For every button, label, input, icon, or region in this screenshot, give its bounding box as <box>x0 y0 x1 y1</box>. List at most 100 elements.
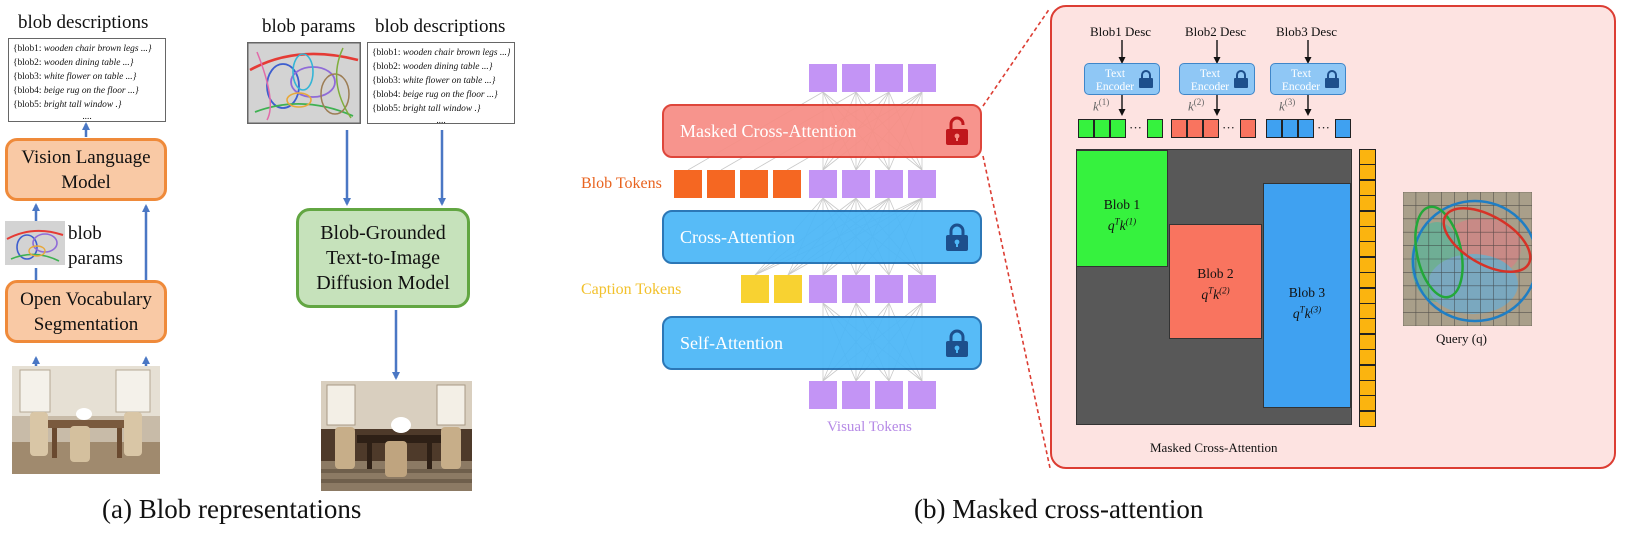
visual-tokens-label: Visual Tokens <box>827 419 912 435</box>
blob-token <box>707 170 735 198</box>
text-encoder-line2: Encoder <box>1095 81 1135 93</box>
text-encoder-line2: Encoder <box>1281 81 1321 93</box>
blob-grounded-diffusion-box: Blob-Grounded Text-to-Image Diffusion Mo… <box>296 208 470 308</box>
blob-params-icon <box>5 221 65 265</box>
zoom-bottom-label: Masked Cross-Attention <box>1150 440 1278 455</box>
query-cell <box>1359 287 1376 304</box>
blob1-desc-label: Blob1 Desc <box>1090 24 1152 39</box>
query-cell <box>1359 179 1376 196</box>
caption-tokens-label: Caption Tokens <box>581 281 682 298</box>
blob-params-label: blob params <box>68 221 123 271</box>
query-cell <box>1359 318 1376 335</box>
desc-line: {blob2: wooden dining table ...} <box>13 58 134 68</box>
vlm-line1: Vision Language <box>21 146 151 168</box>
blob2-name: Blob 2 <box>1197 266 1234 281</box>
blob1-name: Blob 1 <box>1103 197 1141 212</box>
title-blob-params: blob params <box>262 16 356 37</box>
key-token <box>1240 119 1256 138</box>
cross-attention-layer: Cross-Attention <box>662 210 982 264</box>
photo-icon <box>12 366 160 474</box>
seg-line2: Segmentation <box>33 313 139 335</box>
visual-token <box>875 64 903 92</box>
query-cell <box>1359 149 1376 165</box>
desc-line: {blob5: bright tall window .} <box>13 100 122 110</box>
key-token <box>1110 119 1126 138</box>
visual-token <box>908 170 936 198</box>
caption-token <box>774 275 802 303</box>
query-cell <box>1359 410 1376 427</box>
query-label: Query (q) <box>1436 331 1487 346</box>
desc-line: {blob2: wooden dining table ...} <box>372 62 493 72</box>
diff-line3: Diffusion Model <box>316 271 450 294</box>
desc-line: {blob4: beige rug on the floor ...} <box>13 86 139 96</box>
query-cell <box>1359 303 1376 319</box>
visual-token <box>875 170 903 198</box>
blob-params-line2: params <box>68 248 123 269</box>
k3-label: k(3) <box>1279 97 1296 114</box>
diff-line1: Blob-Grounded <box>320 221 446 244</box>
desc-line: {blob1: wooden chair brown legs ...} <box>372 48 510 58</box>
visual-token <box>842 275 870 303</box>
blob-params-image <box>247 42 361 124</box>
query-image <box>1403 192 1532 326</box>
query-cell <box>1359 380 1376 396</box>
query-cell <box>1359 195 1376 212</box>
lock-icon <box>946 329 968 357</box>
key-token <box>1147 119 1163 138</box>
lock-icon <box>1234 70 1248 88</box>
seg-line1: Open Vocabulary <box>20 288 152 310</box>
visual-token <box>809 275 837 303</box>
visual-token <box>908 275 936 303</box>
visual-token <box>809 64 837 92</box>
blob-token <box>773 170 801 198</box>
desc-line: {blob4: beige rug on the floor ...} <box>372 90 498 100</box>
blob1-region <box>1076 150 1168 267</box>
query-cell <box>1359 395 1376 412</box>
title-blob-descriptions-left: blob descriptions <box>18 12 149 33</box>
self-attention-label: Self-Attention <box>680 332 783 353</box>
visual-token <box>809 170 837 198</box>
text-encoder-line1: Text <box>1199 68 1221 80</box>
query-cell <box>1359 364 1376 381</box>
desc-line: {blob5: bright tall window .} <box>372 104 481 114</box>
query-cell <box>1359 164 1376 181</box>
blob-descriptions-box-right: {blob1: wooden chair brown legs ...} {bl… <box>367 42 515 126</box>
query-cell <box>1359 241 1376 258</box>
query-cell <box>1359 272 1376 289</box>
key-ellipsis: ··· <box>1129 120 1142 135</box>
key-ellipsis: ··· <box>1222 120 1235 135</box>
key-token <box>1335 119 1351 138</box>
key-token <box>1298 119 1314 138</box>
vlm-line2: Model <box>61 171 111 193</box>
visual-token <box>875 275 903 303</box>
text-encoder-line1: Text <box>1290 68 1312 80</box>
key-token <box>1171 119 1187 138</box>
k2-label: k(2) <box>1188 97 1205 114</box>
visual-token <box>842 64 870 92</box>
k1-label: k(1) <box>1093 97 1110 114</box>
blob3-region <box>1263 183 1351 408</box>
masked-cross-attention-label: Masked Cross-Attention <box>680 120 857 141</box>
visual-token <box>842 170 870 198</box>
key-token <box>1266 119 1282 138</box>
query-cell <box>1359 226 1376 242</box>
blob-tokens-label: Blob Tokens <box>581 175 662 192</box>
diff-line2: Text-to-Image <box>325 246 441 269</box>
key-token <box>1078 119 1094 138</box>
key-token <box>1187 119 1203 138</box>
caption-b: (b) Masked cross-attention <box>914 494 1204 524</box>
desc-line: {blob3: white flower on table ...} <box>13 72 137 82</box>
visual-token <box>875 381 903 409</box>
blob-params-line1: blob <box>68 223 102 244</box>
unlock-icon <box>946 116 968 145</box>
desc-line: {blob1: wooden chair brown legs ...} <box>13 44 152 54</box>
caption-a: (a) Blob representations <box>102 494 362 524</box>
masked-cross-attention-layer: Masked Cross-Attention <box>662 104 982 158</box>
blob3-name: Blob 3 <box>1288 285 1326 300</box>
photo-icon <box>321 381 472 491</box>
